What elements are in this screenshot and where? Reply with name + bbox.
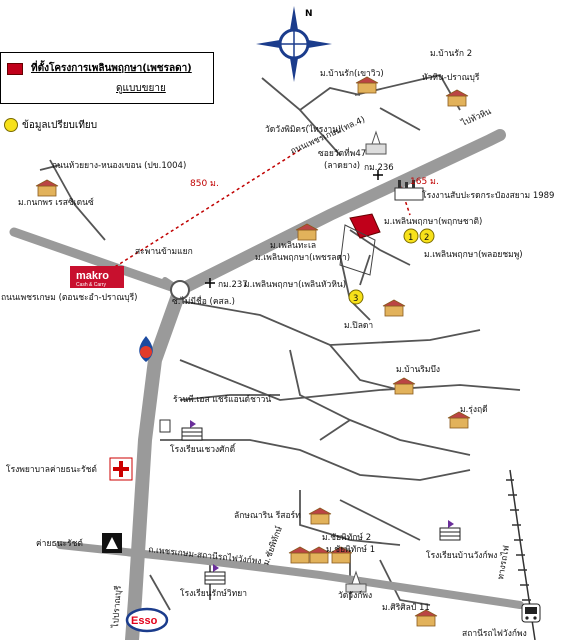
- school-icon: [204, 564, 226, 585]
- train-icon: [521, 603, 541, 623]
- temple-icon: [345, 570, 367, 593]
- road-label-cha-am: ถนนเพชรเกษม (ตอนชะอำ-ปราณบุรี): [1, 292, 138, 303]
- house-icon: [329, 546, 353, 564]
- house-icon: [308, 507, 332, 525]
- ptt-logo: [139, 336, 153, 362]
- place-school-3: โรงเรียนบ้านวังก์พง: [426, 550, 497, 561]
- legend-enlarged-link[interactable]: ดูแบบขยาย: [116, 83, 166, 94]
- place-plern-huahin: ม.เพลินพฤกษา(เพลินหัวหิน): [244, 280, 346, 290]
- place-plern-prueksa: ม.เพลินพฤกษา(พฤกษชาติ): [384, 217, 482, 227]
- distance-165-label: 165 ม.: [410, 177, 439, 187]
- project-site-marker: [349, 213, 381, 239]
- compass-icon: N: [256, 6, 332, 82]
- place-wat-wangpong: วัดวังก์พง: [338, 590, 372, 601]
- house-icon: [392, 377, 416, 395]
- main-roads: [9, 129, 524, 640]
- place-school-2: โรงเรียนรักษ์วิทยา: [180, 588, 247, 599]
- hospital-icon: [109, 457, 133, 481]
- compare-2-label: 2: [424, 233, 429, 243]
- road-label-to-pranburi: ไปปราณบุรี: [110, 585, 124, 629]
- house-icon: [355, 76, 379, 94]
- house-icon: [295, 223, 319, 241]
- compare-dot-icon: [4, 118, 18, 132]
- legend-project-label: ที่ตั้งโครงการเพลินพฤกษา(เพชรลดา): [31, 63, 192, 74]
- place-rungrudi: ม.รุ่งฤดี: [460, 404, 488, 415]
- place-ban-rim-bueng: ม.บ้านริมบึง: [396, 364, 440, 375]
- km-marker-icon: [205, 170, 383, 288]
- place-chaiphithak: ม.ชัยพิทักษ์: [260, 524, 284, 567]
- compass-n-label: N: [305, 9, 313, 19]
- project-swatch-icon: [7, 63, 23, 75]
- compare-markers: 1 2 3: [348, 228, 435, 305]
- house-icon: [445, 89, 469, 107]
- roundabout-icon: [170, 280, 190, 300]
- place-m-pilada: ม.ปิลดา: [344, 321, 373, 331]
- shop-icon: [159, 419, 171, 433]
- esso-logo: Esso: [125, 607, 169, 633]
- road-label-railway: ทางรถไฟ: [495, 545, 512, 581]
- house-icon: [35, 179, 59, 197]
- place-ban-rak-khao: ม.บ้านรัก(เขาวิว): [320, 68, 384, 79]
- project-plot-outline: [339, 224, 376, 276]
- road-label-soi-unnamed: ซ.ไม่มีชื่อ (คสล.): [172, 295, 235, 307]
- school-icon: [181, 420, 203, 441]
- place-school-1: โรงเรียนเชวงศักดิ์: [170, 443, 237, 455]
- minor-roads: [39, 73, 521, 611]
- compare-legend-label: ข้อมูลเปรียบเทียบ: [22, 120, 98, 131]
- camp-icon: [102, 533, 122, 553]
- house-icon: [288, 546, 312, 564]
- place-ban-rak-2: ม.บ้านรัก 2: [430, 48, 472, 59]
- compare-1-label: 1: [408, 233, 413, 243]
- road-label-to-huahin: ไปหัวหิน: [459, 106, 493, 129]
- makro-logo: makro Cash & Carry: [70, 266, 124, 288]
- svg-text:makro: makro: [76, 270, 109, 282]
- distance-850-line: [109, 149, 301, 271]
- place-plern-pool: ม.เพลินพฤกษา(พลอยชมพู): [424, 250, 523, 260]
- distance-165-line: [399, 184, 411, 216]
- house-icon: [382, 299, 406, 317]
- road-label-lad-yang: (ลาดยาง): [324, 161, 360, 171]
- place-wat-thai: วัดวังพิมิตร(ไทรงาม): [265, 124, 341, 135]
- place-sirisinla: ม.ศิริศิลป์ 11: [382, 602, 430, 613]
- house-icon: [414, 609, 438, 627]
- factory-icon: [394, 180, 424, 201]
- house-icon: [307, 546, 331, 564]
- house-icon: [447, 411, 471, 429]
- place-hospital: โรงพยาบาลค่ายธนะรัชต์: [6, 464, 97, 475]
- compare-3-label: 3: [353, 294, 358, 304]
- map-legend: ที่ตั้งโครงการเพลินพฤกษา(เพชรลดา) ดูแบบข…: [0, 52, 214, 104]
- temple-icon: [365, 130, 387, 155]
- road-label-km237: กม.237: [218, 280, 248, 290]
- road-label-bridge: สะพานข้ามแยก: [135, 246, 193, 257]
- road-label-nong-khon: ถนนห้วยยาง-หนองเขอน (ปข.1004): [52, 160, 186, 171]
- distance-850-label: 850 ม.: [190, 179, 219, 189]
- place-shop: ร้านพี.เอส แชร์แอนด์ชาวน์: [173, 394, 271, 405]
- compare-legend: ข้อมูลเปรียบเทียบ: [4, 118, 97, 133]
- place-lakhasarin: ลักษณาริน รีสอร์ท: [234, 510, 301, 521]
- house-icons: [35, 76, 471, 627]
- place-camp: ค่ายธนะรัชต์: [36, 538, 83, 549]
- place-chaiphithak-1: ม.ชัยพิทักษ์ 1: [326, 544, 375, 555]
- school-icon: [439, 520, 461, 541]
- place-ban-rak-2b: หัวหิน-ปราณบุรี: [422, 72, 480, 83]
- svg-text:Esso: Esso: [131, 615, 158, 627]
- road-label-km236: กม.236: [364, 163, 394, 173]
- svg-text:Cash & Carry: Cash & Carry: [76, 282, 107, 288]
- place-plern-thale: ม.เพลินทะเล: [270, 241, 316, 251]
- place-chaiphithak-2: ม.ชัยพิทักษ์ 2: [322, 532, 371, 543]
- place-plern-phetlada: ม.เพลินพฤกษา(เพชรลดา): [255, 253, 350, 263]
- place-factory: โรงงานสับปะรดกระป๋องสยาม 1989: [422, 190, 554, 201]
- road-label-soi47: ซอยวัดที่พ47: [318, 147, 366, 159]
- place-gaipet: ม.กนกพร เรสซิเดนซ์: [18, 197, 94, 208]
- place-station: สถานีรถไฟวังก์พง: [462, 628, 527, 639]
